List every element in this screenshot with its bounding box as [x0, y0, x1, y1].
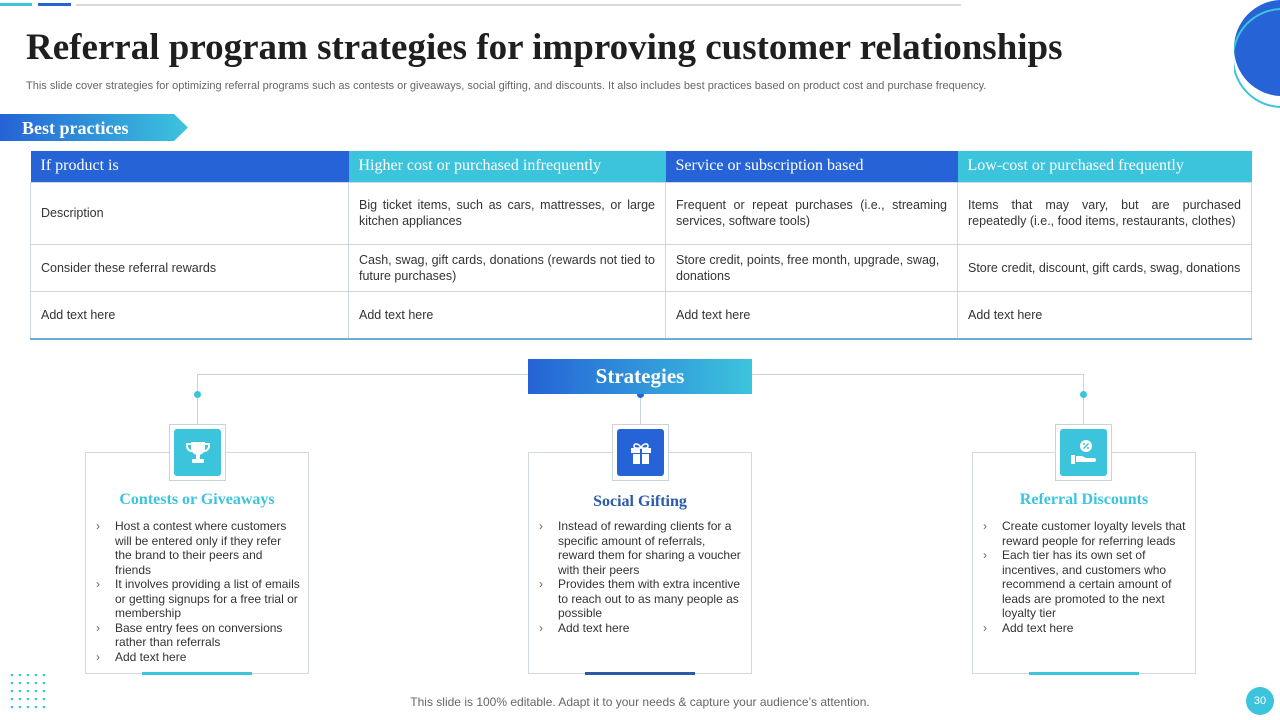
trophy-icon [174, 429, 221, 476]
table-cell: Store credit, discount, gift cards, swag… [957, 243, 1252, 292]
table-row: Consider these referral rewards Cash, sw… [30, 243, 1252, 292]
discount-hand-icon [1060, 429, 1107, 476]
list-item: Create customer loyalty levels that rewa… [983, 519, 1187, 548]
table-cell: Frequent or repeat purchases (i.e., stre… [665, 181, 958, 245]
card-accent-line [585, 672, 695, 675]
top-accent-bar [38, 3, 71, 6]
top-divider-line [76, 4, 961, 6]
strategy-bullet-list: Instead of rewarding clients for a speci… [539, 519, 743, 635]
table-cell: Cash, swag, gift cards, donations (rewar… [348, 243, 666, 292]
strategy-bullet-list: Create customer loyalty levels that rewa… [983, 519, 1187, 635]
strategy-card-referral-discounts: Referral Discounts Create customer loyal… [972, 452, 1196, 675]
best-practices-tag: Best practices [0, 114, 188, 141]
page-subtitle: This slide cover strategies for optimizi… [26, 80, 987, 92]
table-cell: Add text here [30, 290, 349, 340]
footer-note: This slide is 100% editable. Adapt it to… [410, 695, 870, 709]
list-item: Add text here [983, 621, 1187, 636]
connector-line [1083, 374, 1084, 394]
gift-icon [617, 429, 664, 476]
dot-grid-decoration [10, 673, 46, 709]
connector-line [197, 374, 198, 394]
connector-line [640, 394, 641, 425]
table-header-cell: Higher cost or purchased infrequently [348, 151, 666, 182]
connector-dot [1080, 391, 1087, 398]
top-accent-bar [0, 3, 32, 6]
connector-dot [194, 391, 201, 398]
best-practices-table: If product is Higher cost or purchased i… [30, 151, 1252, 340]
table-cell: Add text here [348, 290, 666, 340]
connector-line [1083, 397, 1084, 425]
list-item: It involves providing a list of emails o… [96, 577, 300, 621]
card-accent-line [1029, 672, 1139, 675]
strategy-card-title: Contests or Giveaways [119, 491, 275, 508]
table-cell: Consider these referral rewards [30, 243, 349, 292]
table-header-cell: Service or subscription based [665, 151, 958, 182]
table-cell: Store credit, points, free month, upgrad… [665, 243, 958, 292]
connector-line [197, 397, 198, 425]
table-cell: Add text here [957, 290, 1252, 340]
card-accent-line [142, 672, 252, 675]
strategy-card-contests: Contests or Giveaways Host a contest whe… [85, 452, 309, 675]
list-item: Add text here [539, 621, 743, 636]
discount-hand-icon-box [1055, 424, 1112, 481]
connector-dot [637, 391, 644, 398]
table-cell: Add text here [665, 290, 958, 340]
list-item: Host a contest where customers will be e… [96, 519, 300, 577]
trophy-icon-box [169, 424, 226, 481]
gift-icon-box [612, 424, 669, 481]
table-cell: Big ticket items, such as cars, mattress… [348, 181, 666, 245]
strategy-card-title: Referral Discounts [1019, 491, 1149, 508]
list-item: Each tier has its own set of incentives,… [983, 548, 1187, 621]
list-item: Instead of rewarding clients for a speci… [539, 519, 743, 577]
strategy-card-title: Social Gifting [593, 493, 687, 510]
table-cell: Description [30, 181, 349, 245]
table-row: Add text here Add text here Add text her… [30, 290, 1252, 340]
page-number: 30 [1246, 687, 1274, 715]
table-header-cell: Low-cost or purchased frequently [957, 151, 1252, 182]
list-item: Base entry fees on conversions rather th… [96, 621, 300, 650]
table-header-row: If product is Higher cost or purchased i… [30, 151, 1252, 182]
strategy-bullet-list: Host a contest where customers will be e… [96, 519, 300, 664]
table-row: Description Big ticket items, such as ca… [30, 181, 1252, 245]
table-header-cell: If product is [30, 151, 349, 182]
best-practices-label: Best practices [22, 118, 129, 138]
list-item: Provides them with extra incentive to re… [539, 577, 743, 621]
table-cell: Items that may vary, but are purchased r… [957, 181, 1252, 245]
strategies-banner: Strategies [528, 359, 752, 394]
corner-decoration [1234, 0, 1280, 112]
list-item: Add text here [96, 650, 300, 665]
page-title: Referral program strategies for improvin… [26, 27, 1063, 68]
strategy-card-social-gifting: Social Gifting Instead of rewarding clie… [528, 452, 752, 675]
